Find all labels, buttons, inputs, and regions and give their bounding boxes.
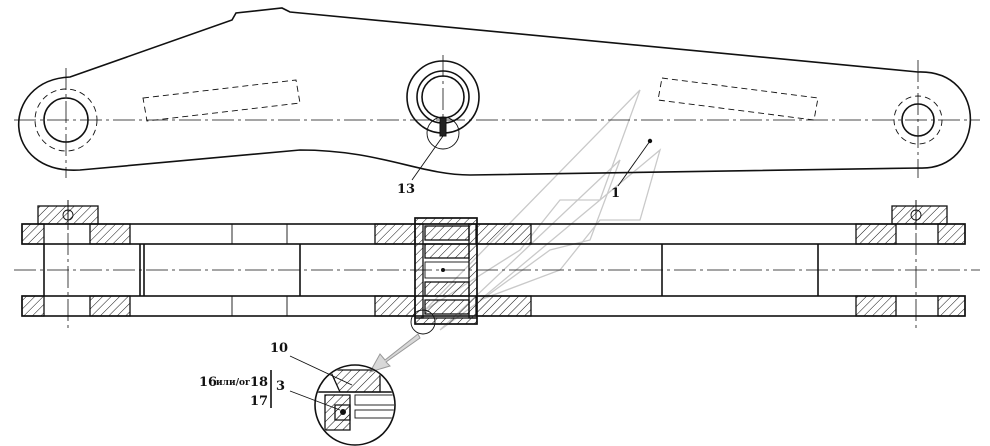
- callout-18: 18: [250, 375, 268, 390]
- lever-side-view: [14, 7, 980, 187]
- callout-17: 17: [250, 394, 268, 409]
- callout-10: 10: [270, 341, 288, 356]
- callout-1: 1: [611, 186, 620, 201]
- watermark-logo-icon: [424, 89, 662, 331]
- callout-16: 16: [199, 375, 217, 390]
- detail-arrow-icon: [368, 333, 421, 373]
- callout-3: 3: [276, 379, 285, 394]
- detail-view: [270, 355, 396, 446]
- callout-or-connector: или/or: [216, 378, 250, 388]
- callout-13: 13: [397, 182, 415, 197]
- lever-section-view: [14, 200, 980, 335]
